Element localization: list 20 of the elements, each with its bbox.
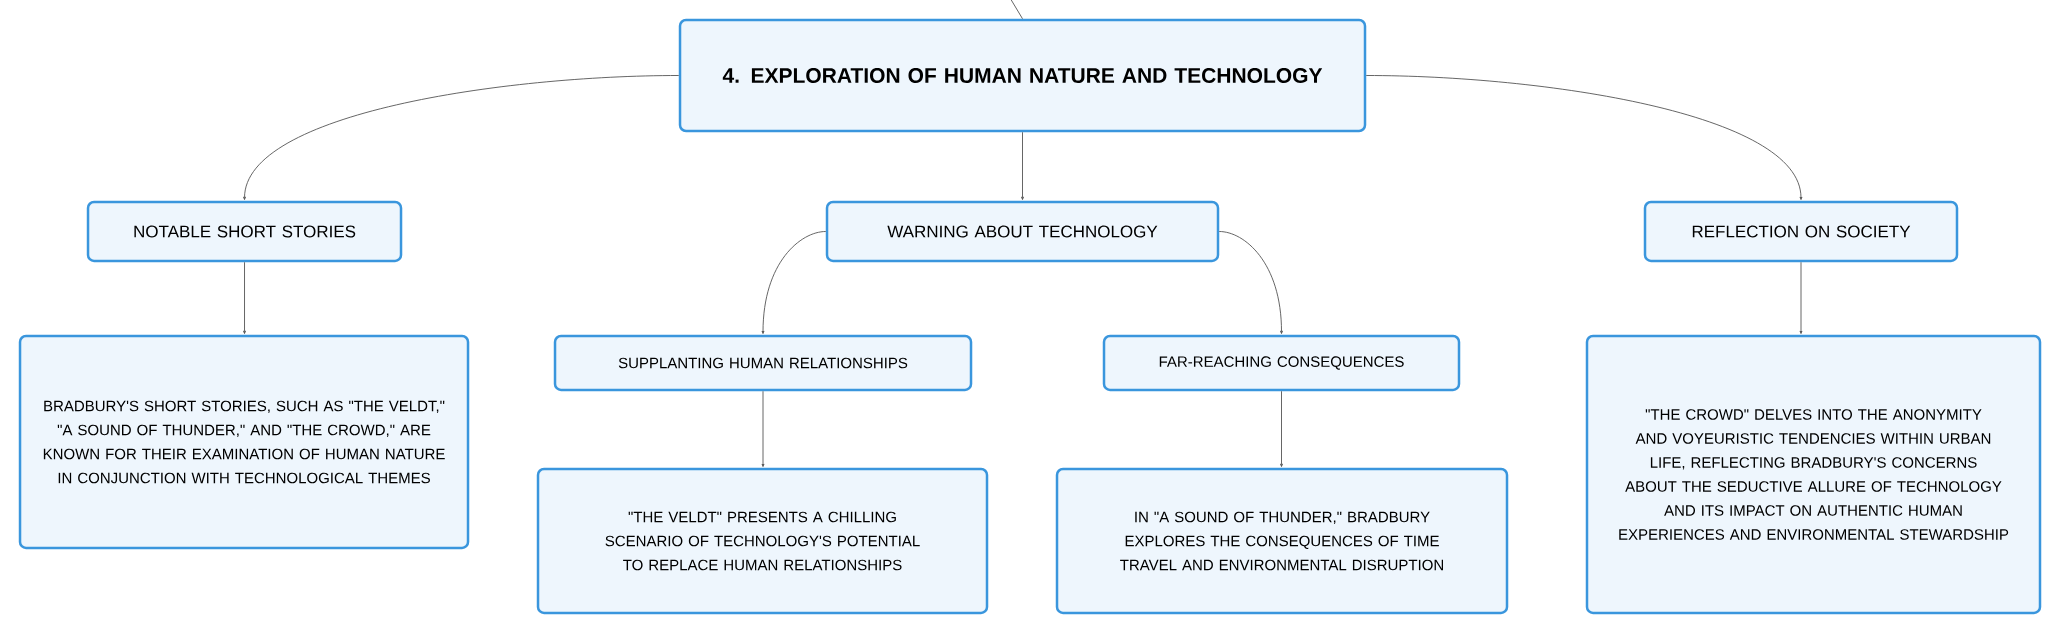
connector (243, 75, 680, 201)
connector (761, 231, 827, 335)
branch-box: FAR-REACHING CONSEQUENCES (1102, 334, 1461, 392)
connector (1021, 131, 1024, 201)
connector (1799, 261, 1803, 335)
connector (1280, 390, 1283, 468)
note-box: BRADBURY'S SHORT STORIES, SUCH AS "THE VELDT," "A SOUND OF THUNDER," AND "THE CROWD," ARE KNOWN FOR THEIR EXAMINATION OF HUMAN NATURE IN CONJUNCTION WITH TECHNOLOGICAL THEMES (18, 334, 470, 550)
note-box: "THE CROWD" DELVES INTO THE ANONYMITY AND VOYEURISTIC TENDENCIES WITHIN URBAN LIFE, REFLECTING BRADBURY'S CONCERNS ABOUT THE SEDUCTIVE ALLURE OF TECHNOLOGY AND ITS IMPACT ON AUTHENTIC HUMAN EXPERIENCES AND ENVIRONMENTAL STEWARDSHIP (1585, 334, 2042, 615)
topic-box: 4. EXPLORATION OF HUMAN NATURE AND TECHNOLOGY (678, 18, 1367, 133)
connector (1010, 0, 1023, 20)
connector (243, 261, 246, 335)
branch-box: SUPPLANTING HUMAN RELATIONSHIPS (553, 334, 973, 392)
connector (761, 390, 765, 468)
branch-box: NOTABLE SHORT STORIES (86, 200, 403, 263)
connector (1365, 75, 1803, 201)
connector (1218, 231, 1283, 335)
branch-box: REFLECTION ON SOCIETY (1643, 200, 1959, 263)
note-box: IN "A SOUND OF THUNDER," BRADBURY EXPLORES THE CONSEQUENCES OF TIME TRAVEL AND ENVIRONMENTAL DISRUPTION (1055, 467, 1509, 615)
branch-box: WARNING ABOUT TECHNOLOGY (825, 200, 1220, 263)
note-box: "THE VELDT" PRESENTS A CHILLING SCENARIO OF TECHNOLOGY'S POTENTIAL TO REPLACE HUMAN RELATIONSHIPS (536, 467, 989, 615)
